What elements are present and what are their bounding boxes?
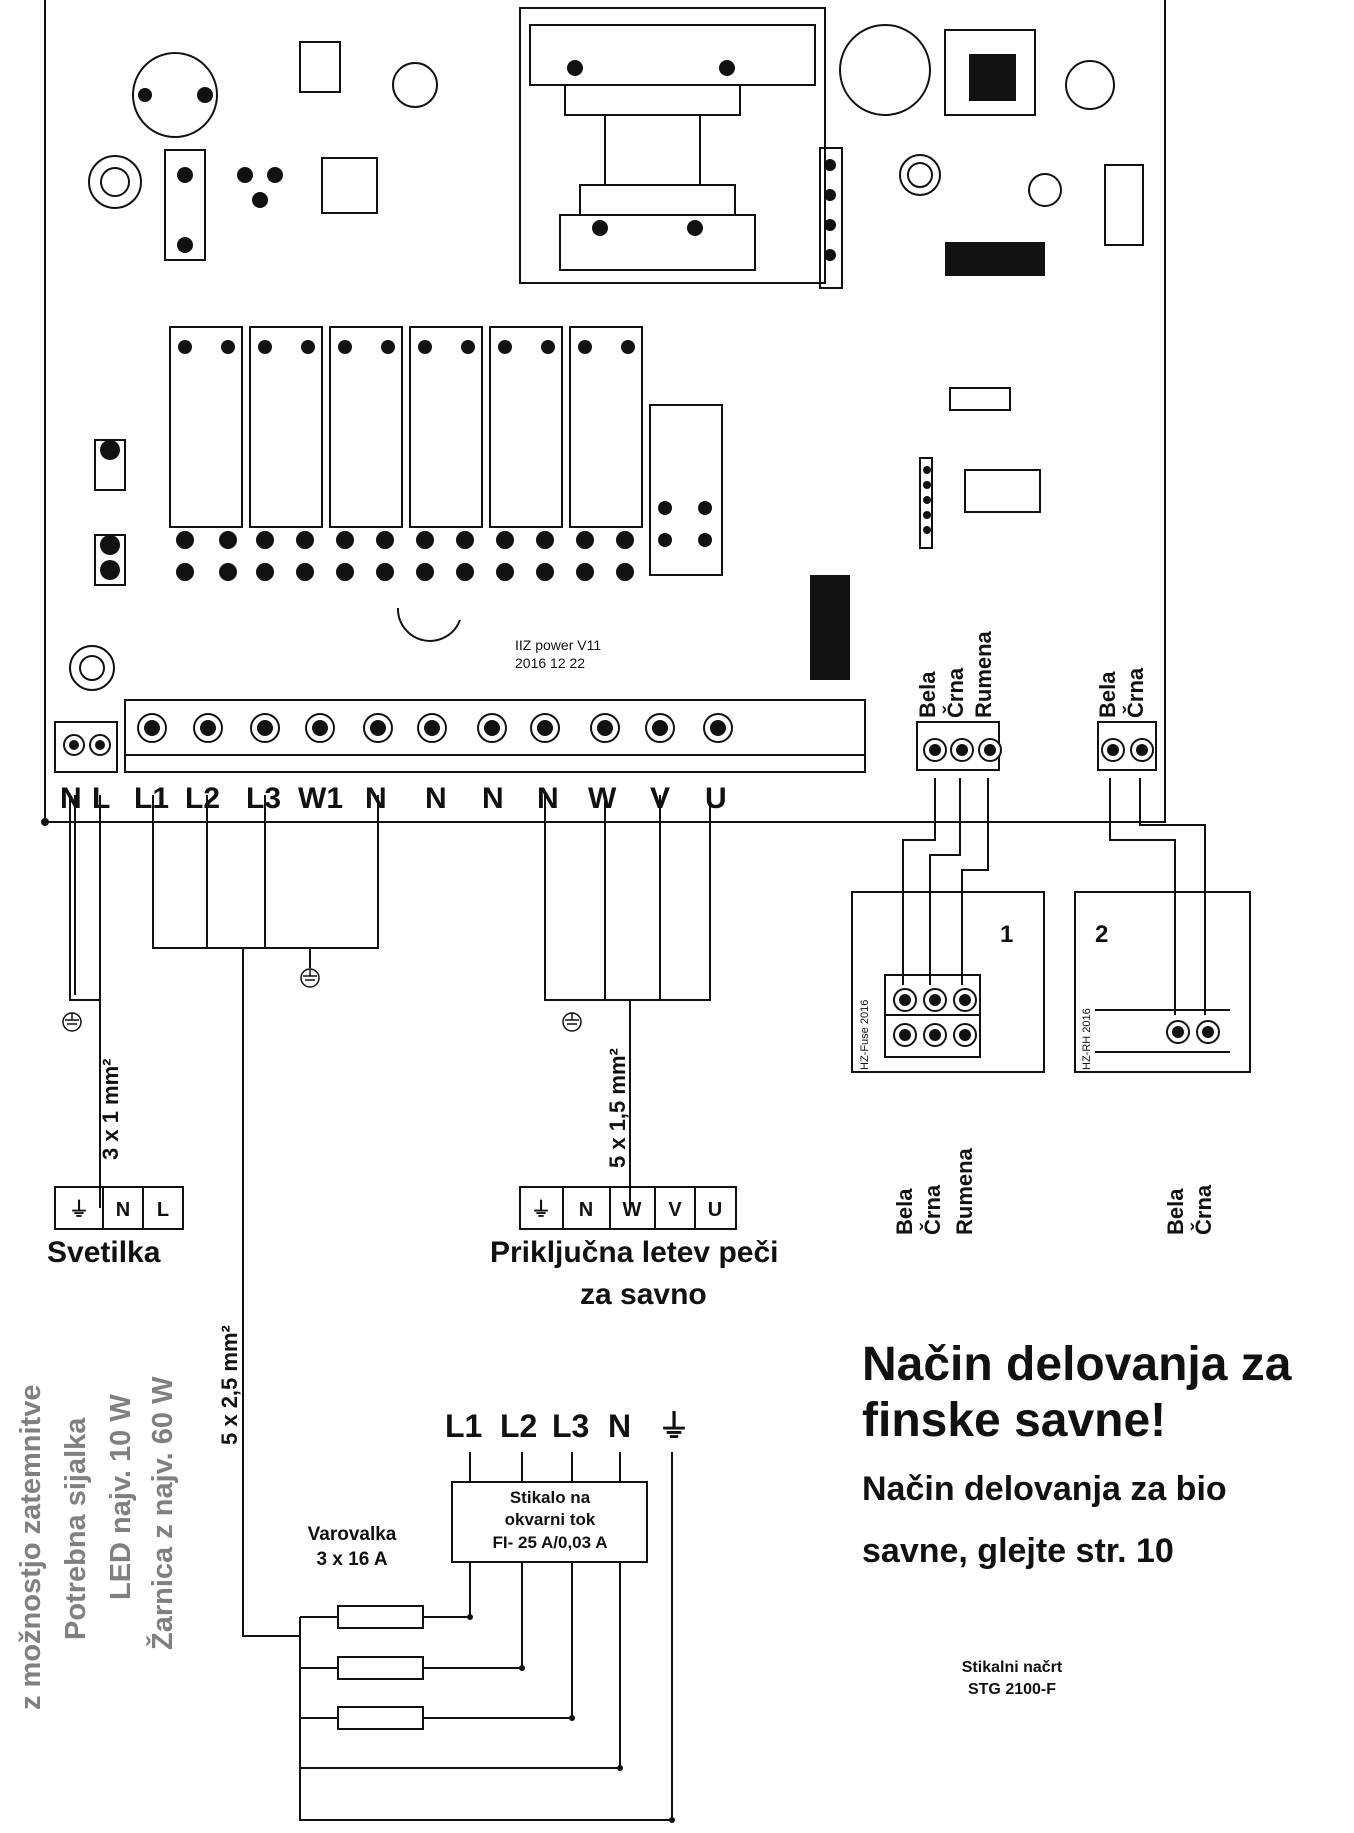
sensor-2-number: 2 — [1095, 921, 1108, 948]
terminal-N-2: N — [365, 782, 387, 815]
rcd-line3: FI- 25 A/0,03 A — [493, 1533, 608, 1552]
terminal-L2: L2 — [185, 782, 220, 815]
fuse-line1: Varovalka — [308, 1524, 397, 1545]
terminal-W1: W1 — [298, 782, 343, 815]
sensor-1-pcb-label: HZ-Fuse 2016 — [859, 1000, 871, 1070]
lamp-cell-l: L — [157, 1199, 169, 1221]
lamp-cable-label: 3 x 1 mm² — [98, 1059, 123, 1161]
supply-L1: L1 — [445, 1408, 482, 1444]
rcd-line2: okvarni tok — [505, 1510, 596, 1529]
footer-line2: STG 2100-F — [968, 1681, 1056, 1698]
heading-line2: finske savne! — [862, 1394, 1166, 1447]
supply-cable-label: 5 x 2,5 mm² — [217, 1325, 242, 1445]
pcb-pads — [41, 60, 1045, 826]
side-note-line1: Potrebna sijalka — [60, 1417, 92, 1640]
conn1-wire-crna: Črna — [943, 667, 968, 718]
heater-cable-label: 5 x 1,5 mm² — [605, 1048, 630, 1168]
sensor2-wire-crna: Črna — [1191, 1184, 1216, 1235]
supply-bundle-wiring — [152, 795, 379, 1637]
sensor-1-number: 1 — [1000, 921, 1013, 948]
terminal-N-4: N — [482, 782, 504, 815]
terminal-L1: L1 — [134, 782, 169, 815]
sensor2-cable — [1109, 778, 1206, 1015]
side-note: Žarnica z najv. 60 W LED najv. 10 W Potr… — [15, 1376, 179, 1710]
board-label-line2: 2016 12 22 — [515, 655, 585, 671]
lamp-wiring — [69, 795, 101, 1208]
sensor1-wire-rumena: Rumena — [952, 1147, 977, 1235]
heater-block-cells: ⏚ N W V U — [531, 1198, 722, 1221]
fuse-label: Varovalka 3 x 16 A — [308, 1524, 397, 1570]
terminal-screw-centers — [69, 720, 1214, 1823]
heater-cell-n: N — [579, 1199, 593, 1221]
footer-line1: Stikalni načrt — [962, 1659, 1063, 1676]
board-label-line1: IIZ power V11 — [515, 637, 601, 653]
side-note-line3: Žarnica z najv. 60 W — [145, 1376, 179, 1650]
heater-label-line1: Priključna letev peči — [490, 1236, 778, 1269]
heater-cell-u: U — [708, 1199, 722, 1221]
sensor-2-box — [1074, 891, 1251, 1073]
heater-terminal-block — [519, 1186, 737, 1230]
lamp-terminal-block — [54, 1186, 184, 1230]
side-note-line4: z možnostjo zatemnitve — [15, 1385, 47, 1711]
terminal-N-1: N — [60, 782, 82, 815]
connector-wire-labels: Bela Črna Rumena Bela Črna — [915, 630, 1148, 718]
conn2-wire-crna: Črna — [1123, 667, 1148, 718]
side-note-line2: LED najv. 10 W — [105, 1394, 137, 1600]
heater-cell-v: V — [668, 1199, 682, 1221]
rcd-label: Stikalo na okvarni tok FI- 25 A/0,03 A — [493, 1488, 608, 1552]
supply-ground: ⏚ — [658, 1408, 690, 1444]
terminal-V: V — [650, 782, 670, 815]
rcd-box — [451, 1481, 648, 1563]
supply-line-labels: L1 L2 L3 N ⏚ — [445, 1408, 690, 1444]
lamp-label: Svetilka — [47, 1236, 161, 1269]
terminal-U: U — [705, 782, 727, 815]
lamp-block-cells: ⏚ N L — [69, 1198, 169, 1221]
supply-N: N — [608, 1408, 631, 1444]
lamp-cell-n: N — [116, 1199, 130, 1221]
terminal-L3: L3 — [246, 782, 281, 815]
sensor1-wire-crna: Črna — [920, 1184, 945, 1235]
rcd-line1: Stikalo na — [510, 1488, 591, 1507]
terminal-screws — [63, 713, 1220, 1047]
pcb-components — [54, 7, 1144, 773]
heading-line1: Način delovanja za — [862, 1338, 1292, 1391]
sensor1-cable — [902, 778, 989, 985]
heater-wiring — [544, 795, 711, 1210]
sensor-1-box — [851, 891, 1045, 1073]
heater-label-line2: za savno — [580, 1278, 707, 1311]
heater-cell-ground: ⏚ — [531, 1198, 551, 1221]
sensor-connector-2 — [1097, 721, 1157, 771]
conn2-wire-bela: Bela — [1095, 671, 1120, 718]
heading-line3: Način delovanja za bio — [862, 1470, 1227, 1508]
terminal-W: W — [588, 782, 617, 815]
heater-cell-w: W — [623, 1199, 642, 1221]
sensor-wire-legends: Bela Črna Rumena Bela Črna — [892, 1147, 1216, 1235]
heading-line4: savne, glejte str. 10 — [862, 1532, 1174, 1570]
sensor2-wire-bela: Bela — [1163, 1188, 1188, 1235]
conn1-wire-rumena: Rumena — [971, 630, 996, 718]
ground-symbols — [62, 968, 582, 1032]
fuse-line2: 3 x 16 A — [316, 1549, 387, 1570]
sensor-2-pcb-label: HZ-RH 2016 — [1081, 1008, 1093, 1070]
terminal-N-5: N — [537, 782, 559, 815]
supply-circuit — [299, 1452, 673, 1821]
terminal-N-3: N — [425, 782, 447, 815]
conn1-wire-bela: Bela — [915, 671, 940, 718]
terminal-labels: N L L1 L2 L3 W1 N N N N W V U — [60, 782, 727, 815]
supply-L3: L3 — [552, 1408, 589, 1444]
terminal-L: L — [92, 782, 110, 815]
sensor1-wire-bela: Bela — [892, 1188, 917, 1235]
supply-L2: L2 — [500, 1408, 537, 1444]
lamp-cell-ground: ⏚ — [69, 1198, 89, 1221]
